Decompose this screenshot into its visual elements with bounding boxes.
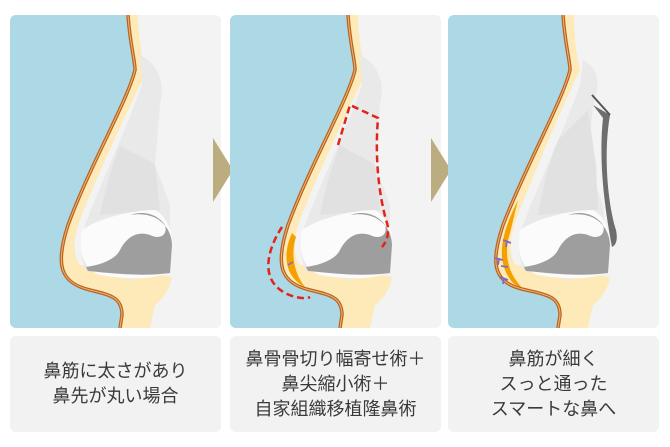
caption-line: 自家組織移植隆鼻術: [254, 398, 417, 420]
caption-before: 鼻筋に太さがあり 鼻先が丸い場合: [10, 336, 221, 432]
caption-line: 鼻尖縮小術＋: [281, 373, 390, 395]
nose-illustration-before: [10, 15, 221, 328]
arrow-right-icon: [431, 138, 451, 202]
nose-illustration-procedure: [230, 15, 441, 328]
panel-procedure: [230, 15, 441, 328]
panel-before: [10, 15, 221, 328]
caption-procedure: 鼻骨骨切り幅寄せ術＋ 鼻尖縮小術＋ 自家組織移植隆鼻術: [230, 336, 441, 432]
caption-line: 鼻筋が細く: [508, 348, 599, 370]
arrow-right-icon: [213, 138, 233, 202]
caption-line: 鼻筋に太さがあり: [43, 361, 188, 382]
caption-after: 鼻筋が細く スっと通った スマートな鼻へ: [448, 336, 659, 432]
caption-line: 鼻先が丸い場合: [52, 386, 179, 407]
panel-after: [448, 15, 659, 328]
caption-line: スマートな鼻へ: [490, 398, 617, 420]
caption-line: スっと通った: [499, 373, 608, 395]
nose-illustration-after: [448, 15, 659, 328]
caption-line: 鼻骨骨切り幅寄せ術＋: [245, 348, 426, 370]
